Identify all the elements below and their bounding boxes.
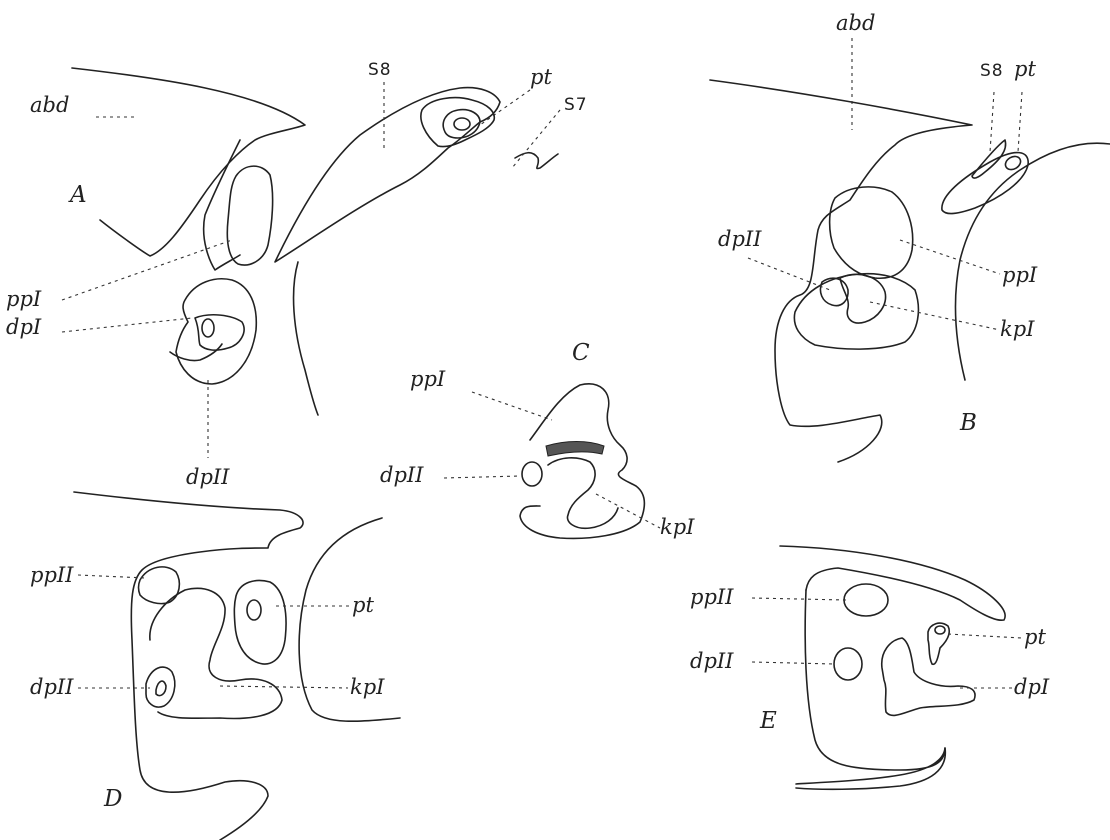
panel-d-pt-lobe bbox=[234, 581, 286, 664]
panel-b-label-kpI: kpI bbox=[1000, 317, 1035, 341]
panel-e-leader-dpII bbox=[752, 662, 834, 664]
panel-e-label-dpII: dpII bbox=[690, 649, 734, 673]
panel-d-label-kpI: kpI bbox=[350, 675, 385, 699]
panel-d-label-pt: pt bbox=[352, 593, 374, 617]
panel-a-label-dpI: dpI bbox=[6, 315, 42, 339]
panel-a-ppI-lobe bbox=[227, 166, 272, 265]
panel-a-s7-edge bbox=[515, 153, 558, 169]
panel-c-label-kpI: kpI bbox=[660, 515, 695, 539]
panel-e-ppII-lobe bbox=[844, 584, 888, 616]
panel-b-body-wall bbox=[710, 80, 972, 462]
panel-a-pt-outer bbox=[443, 110, 480, 138]
panel-a-leader-dpI bbox=[62, 318, 192, 332]
panel-d-label-dpII: dpII bbox=[30, 675, 74, 699]
panel-c-letter: C bbox=[572, 340, 590, 366]
panel-e-leader-pt bbox=[948, 634, 1022, 638]
panel-b-pt-outer bbox=[942, 153, 1028, 214]
panel-a-letter: A bbox=[68, 182, 87, 208]
panel-e-label-ppII: ppII bbox=[690, 585, 734, 609]
panel-a-inner-wall bbox=[294, 262, 318, 415]
panel-e-pt-outer bbox=[928, 623, 949, 664]
panel-c-dpII-lobe bbox=[522, 462, 542, 486]
panel-d-leader-ppII bbox=[78, 575, 146, 578]
panel-b-ppI-lobe bbox=[830, 187, 913, 278]
panel-e: ppII pt dpII dpI E bbox=[690, 546, 1050, 789]
panel-a-pt-inner bbox=[454, 118, 470, 130]
panel-a-label-pt: pt bbox=[530, 65, 552, 89]
panel-a-label-s8: S8 bbox=[368, 60, 392, 80]
panel-b-leader-s8 bbox=[990, 92, 994, 152]
panel-b-leader-kpI bbox=[870, 302, 1000, 330]
panel-c-leader-dpII bbox=[444, 476, 520, 478]
panel-a-label-ppI: ppI bbox=[6, 287, 42, 311]
panel-c-inner bbox=[548, 458, 618, 528]
panel-e-body-wall bbox=[796, 590, 945, 784]
panel-a-label-dpII: dpII bbox=[186, 465, 230, 489]
panel-d-pt-inner bbox=[247, 600, 261, 620]
panel-b-label-s8: S8 bbox=[980, 61, 1004, 81]
panel-b-outer-wall bbox=[955, 143, 1110, 380]
panel-e-pt-inner bbox=[935, 626, 945, 634]
panel-e-dpII-lobe bbox=[834, 648, 862, 680]
panel-d-dpII-lobe bbox=[146, 667, 175, 707]
panel-a-leader-s7 bbox=[512, 110, 560, 168]
panel-b-leader-dpII bbox=[748, 258, 830, 290]
panel-b-label-abd: abd bbox=[836, 11, 875, 35]
panel-b-kpI-inner bbox=[840, 274, 886, 323]
panel-b: abd S8 pt dpII ppI kpI B bbox=[710, 11, 1110, 462]
panel-e-top-wall bbox=[780, 546, 1005, 620]
panel-c-hatched-band bbox=[546, 442, 604, 457]
panel-a-segment-s8-outline bbox=[275, 88, 500, 262]
panel-a: abd S8 pt S7 A ppI dpI dpII bbox=[6, 60, 588, 489]
panel-b-s8-sliver bbox=[972, 140, 1006, 178]
panel-d-kpI-lobe bbox=[150, 588, 282, 718]
panel-d-label-ppII: ppII bbox=[30, 563, 74, 587]
panel-c-label-ppI: ppI bbox=[410, 367, 446, 391]
panel-b-kpI-lobe bbox=[794, 274, 918, 349]
panel-a-dpI-core bbox=[202, 319, 214, 337]
panel-e-label-dpI: dpI bbox=[1014, 675, 1050, 699]
panel-c-leader-ppI bbox=[472, 392, 552, 420]
panel-b-letter: B bbox=[959, 410, 977, 436]
panel-b-leader-ppI bbox=[900, 240, 1000, 274]
panel-e-label-pt: pt bbox=[1024, 625, 1046, 649]
panel-e-letter: E bbox=[759, 708, 777, 734]
panel-c: C ppI dpII kpI bbox=[380, 340, 695, 539]
panel-a-label-s7: S7 bbox=[564, 95, 588, 115]
panel-e-leader-ppII bbox=[752, 598, 846, 600]
panel-b-leader-pt bbox=[1018, 92, 1022, 152]
panel-c-label-dpII: dpII bbox=[380, 463, 424, 487]
panel-d: ppII pt dpII kpI D bbox=[30, 492, 400, 840]
panel-d-dpII-inner bbox=[156, 681, 166, 696]
panel-d-letter: D bbox=[103, 786, 122, 812]
panel-b-label-pt: pt bbox=[1014, 57, 1036, 81]
panel-b-label-ppI: ppI bbox=[1002, 263, 1038, 287]
panel-b-label-dpII: dpII bbox=[718, 227, 762, 251]
panel-c-outline bbox=[520, 384, 644, 539]
panel-a-label-abd: abd bbox=[30, 93, 69, 117]
panel-d-leader-kpI bbox=[220, 686, 348, 688]
panel-a-left-wall bbox=[204, 140, 240, 270]
